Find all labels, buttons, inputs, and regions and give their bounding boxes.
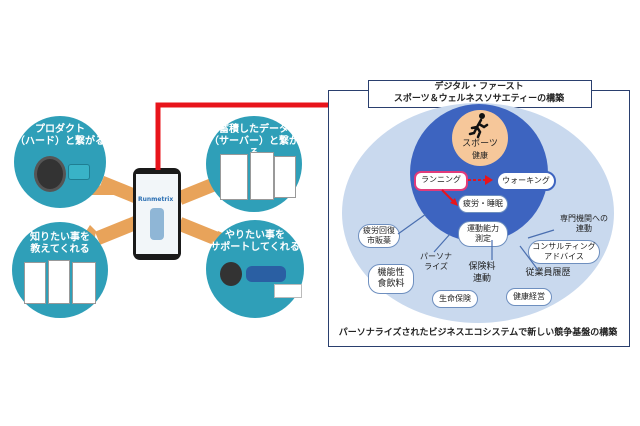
phone-screen: Runmetrix (136, 174, 178, 254)
personalize-2: ライズ (424, 262, 448, 271)
personalize-1: パーソナ (420, 252, 452, 261)
support-title-2: サポートしてくれる (210, 242, 300, 253)
knowledge-title-2: 教えてくれる (30, 244, 90, 255)
walking-pill: ウォーキング (496, 171, 556, 191)
connector-lines (397, 213, 555, 271)
graph-screen (274, 156, 296, 198)
exercise-line-2: 測定 (475, 234, 491, 243)
shoes-image (246, 266, 286, 282)
sensor-image (68, 164, 90, 180)
social-icons (274, 284, 302, 298)
exercise-line-1: 運動能力 (467, 224, 499, 233)
insurance-1: 保険料 (468, 262, 496, 272)
data-title-1: 蓄積したデータ (219, 124, 289, 135)
functional-line-2: 食飲料 (377, 279, 405, 289)
sports-label: スポーツ (462, 139, 498, 149)
support-watch-image (220, 262, 242, 286)
specialist-2: 連動 (576, 224, 592, 233)
panel-header-2: スポーツ＆ウェルネスソサエティーの構築 (393, 94, 565, 104)
panel-footer: パーソナライズされたビジネスエコシステムで新しい競争基盤の構築 (338, 328, 618, 338)
panel-header-1: デジタル・ファースト (434, 82, 524, 92)
recovery-line-2: 市販薬 (367, 236, 391, 245)
exercise-pill: 運動能力 測定 (458, 221, 508, 247)
health-label: 健康 (472, 151, 488, 160)
support-circle: やりたい事を サポートしてくれる (206, 220, 304, 318)
product-title-2: （ハード）と繋がる (15, 136, 105, 147)
recovery-line-1: 疲労回復 (363, 226, 395, 235)
app-screen-2 (48, 260, 70, 304)
runner-photo (150, 208, 164, 240)
consulting-line-1: コンサルティング (532, 242, 596, 251)
running-box (414, 171, 468, 191)
consulting-pill: コンサルティング アドバイス (528, 240, 600, 264)
stats-screen (250, 152, 274, 200)
functional-pill: 機能性 食飲料 (368, 264, 414, 294)
map-screen (220, 154, 248, 200)
dashed-arrow (468, 175, 493, 185)
phone-brand: Runmetrix (138, 196, 174, 203)
product-circle: プロダクト （ハード）と繋がる (14, 116, 106, 208)
employee-label: 従業員履歴 (525, 268, 571, 278)
consulting-line-2: アドバイス (544, 252, 584, 261)
running-label: ランニング (421, 175, 461, 184)
specialist-1: 専門機関への (560, 214, 608, 223)
phone: Runmetrix (133, 168, 181, 260)
life-insurance-pill: 生命保険 (432, 290, 478, 308)
knowledge-circle: 知りたい事を 教えてくれる (12, 222, 108, 318)
recovery-pill: 疲労回復 市販薬 (358, 224, 400, 248)
app-screen-1 (24, 262, 46, 304)
watch-image (34, 156, 66, 192)
functional-line-1: 機能性 (377, 268, 405, 278)
insurance-2: 連動 (472, 274, 491, 284)
runner-icon (468, 113, 489, 138)
fatigue-pill: 疲労・睡眠 (458, 195, 508, 213)
health-mgmt-pill: 健康経営 (506, 288, 552, 306)
fatigue-arrow (441, 189, 458, 206)
data-circle: 蓄積したデータ （サーバー）と繋がる (206, 116, 302, 212)
product-title-1: プロダクト (35, 124, 85, 135)
app-screen-3 (72, 262, 96, 304)
knowledge-title-1: 知りたい事を (30, 232, 90, 243)
support-title-1: やりたい事を (225, 230, 285, 241)
